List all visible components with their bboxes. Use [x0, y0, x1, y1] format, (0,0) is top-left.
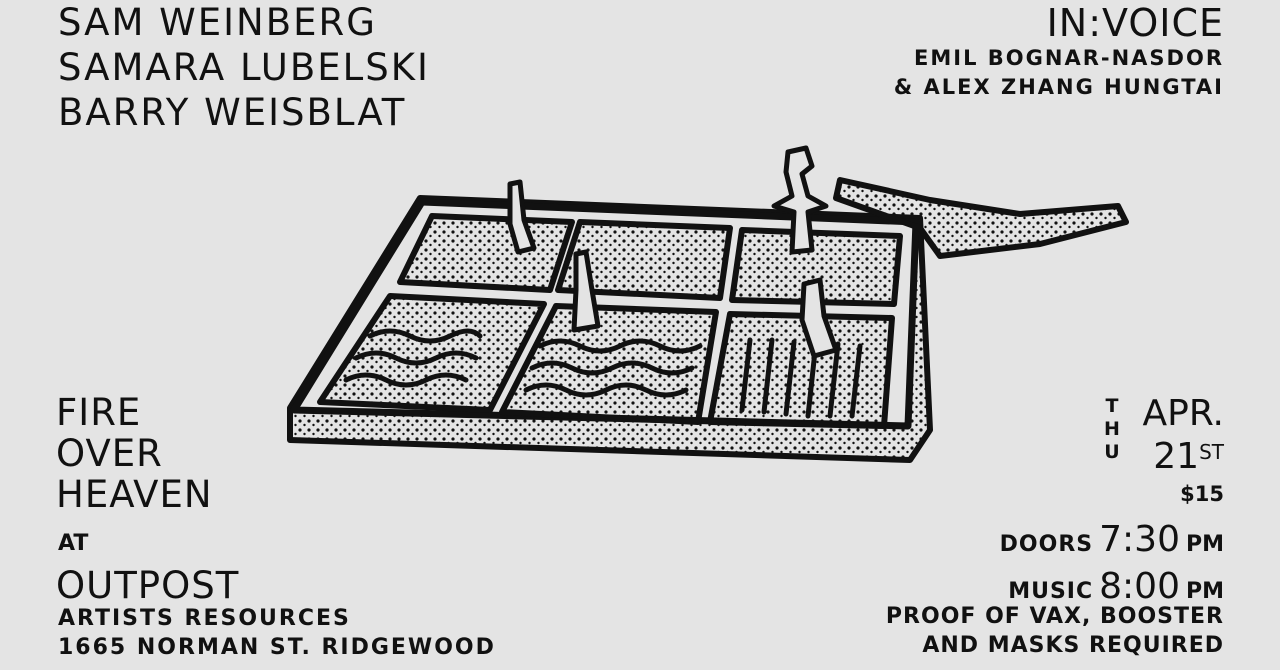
group-members: EMIL BOGNAR-NASDOR & ALEX ZHANG HUNGTAI — [894, 48, 1224, 106]
event-title-line: OVER — [56, 432, 163, 475]
event-title-line: FIRE — [56, 391, 142, 434]
doors-pm: PM — [1185, 532, 1224, 557]
music-row: MUSIC 8:00 PM — [1000, 569, 1224, 616]
venue-subtitle: ARTISTS RESOURCES — [58, 606, 351, 631]
schedule: DOORS 7:30 PM MUSIC 8:00 PM — [1000, 522, 1224, 616]
tray-illustration — [287, 145, 1129, 463]
performer-list: SAM WEINBERG SAMARA LUBELSKI BARRY WEISB… — [58, 4, 430, 139]
doors-label: DOORS — [999, 532, 1094, 557]
performer-name: SAM WEINBERG — [58, 1, 377, 44]
venue-address: 1665 NORMAN ST. RIDGEWOOD — [58, 635, 496, 660]
music-time: 8:00 — [1099, 566, 1180, 607]
health-notice: PROOF OF VAX, BOOSTER AND MASKS REQUIRED — [886, 606, 1224, 664]
music-pm: PM — [1185, 579, 1224, 604]
group-member: & ALEX ZHANG HUNGTAI — [893, 75, 1224, 99]
group-member: EMIL BOGNAR-NASDOR — [914, 46, 1224, 70]
ticket-price: $15 — [1180, 482, 1224, 506]
figure-icon — [799, 277, 839, 359]
weekday-letter: H — [1104, 418, 1120, 440]
performer-name: BARRY WEISBLAT — [58, 91, 407, 134]
event-title-line: HEAVEN — [56, 473, 213, 516]
performer-name: SAMARA LUBELSKI — [58, 46, 430, 89]
weekday-letter: U — [1104, 441, 1120, 463]
date-month: APR. — [1142, 393, 1224, 434]
music-label: MUSIC — [1008, 579, 1094, 604]
notice-line: AND MASKS REQUIRED — [922, 633, 1224, 658]
tray-handle-icon — [833, 177, 1129, 259]
doors-time: 7:30 — [1099, 519, 1180, 560]
notice-line: PROOF OF VAX, BOOSTER — [885, 604, 1224, 629]
figure-icon — [571, 249, 601, 333]
venue-details: ARTISTS RESOURCES 1665 NORMAN ST. RIDGEW… — [58, 608, 496, 666]
at-label: AT — [58, 531, 89, 556]
group-block: IN:VOICE EMIL BOGNAR-NASDOR & ALEX ZHANG… — [894, 4, 1224, 106]
figure-icon — [771, 145, 829, 255]
group-name: IN:VOICE — [1046, 1, 1224, 45]
date-day-suffix: ST — [1199, 440, 1224, 464]
doors-row: DOORS 7:30 PM — [1000, 522, 1224, 569]
event-date: APR. 21ST — [1142, 396, 1224, 482]
weekday-vertical: T H U — [1104, 397, 1120, 466]
weekday-letter: T — [1105, 395, 1119, 417]
venue-name: OUTPOST — [56, 564, 240, 607]
date-day-row: 21ST — [1142, 439, 1224, 482]
date-day: 21 — [1153, 436, 1200, 477]
figure-icon — [507, 179, 537, 255]
event-title: FIRE OVER HEAVEN — [56, 394, 213, 517]
